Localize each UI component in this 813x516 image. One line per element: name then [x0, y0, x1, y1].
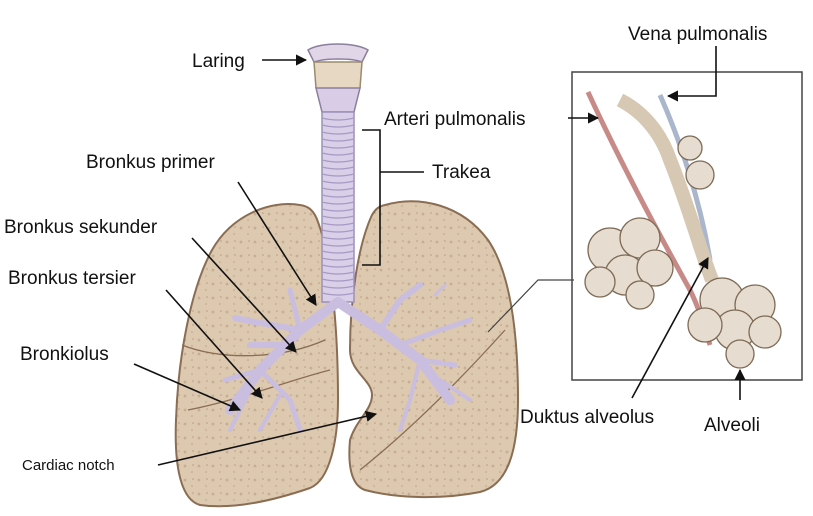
tracheal-ring — [321, 201, 355, 205]
label-bronkus-sekunder: Bronkus sekunder — [4, 217, 158, 238]
tracheal-ring — [321, 250, 355, 254]
tracheal-ring — [321, 124, 355, 128]
tracheal-ring — [321, 145, 355, 149]
label-duktus-alveolus: Duktus alveolus — [520, 407, 654, 428]
tracheal-ring — [321, 159, 355, 163]
tracheal-ring — [321, 117, 355, 121]
tracheal-ring — [321, 271, 355, 275]
label-alveoli: Alveoli — [704, 415, 760, 436]
label-laring: Laring — [192, 51, 245, 72]
tracheal-ring — [321, 131, 355, 135]
label-bronkus-primer: Bronkus primer — [86, 152, 215, 173]
alveoli-inset — [571, 71, 803, 381]
tracheal-ring — [321, 138, 355, 142]
left-lung — [348, 200, 520, 499]
tracheal-ring — [321, 187, 355, 191]
tracheal-ring — [321, 173, 355, 177]
tracheal-ring — [321, 257, 355, 261]
bronchial-tree — [222, 282, 473, 433]
label-bronkiolus: Bronkiolus — [20, 344, 109, 365]
tracheal-ring — [321, 243, 355, 247]
label-arteri-pulmonalis: Arteri pulmonalis — [384, 109, 526, 130]
larynx — [307, 43, 369, 113]
tracheal-ring — [321, 180, 355, 184]
label-cardiac-notch: Cardiac notch — [22, 457, 115, 474]
trachea — [321, 111, 355, 303]
tracheal-ring — [321, 292, 355, 296]
tracheal-ring — [321, 229, 355, 233]
tracheal-ring — [321, 208, 355, 212]
label-trakea: Trakea — [432, 162, 491, 183]
tracheal-ring — [321, 236, 355, 240]
tracheal-ring — [321, 215, 355, 219]
tracheal-ring — [321, 166, 355, 170]
leader-lines — [133, 46, 746, 466]
labels: Laring Vena pulmonalis Arteri pulmonalis… — [4, 24, 767, 474]
tracheal-ring — [321, 285, 355, 289]
tracheal-ring — [321, 278, 355, 282]
tracheal-ring — [321, 194, 355, 198]
tracheal-ring — [321, 152, 355, 156]
tracheal-ring — [321, 264, 355, 268]
label-vena-pulmonalis: Vena pulmonalis — [628, 24, 767, 45]
label-bronkus-tersier: Bronkus tersier — [8, 268, 136, 289]
tracheal-ring — [321, 222, 355, 226]
